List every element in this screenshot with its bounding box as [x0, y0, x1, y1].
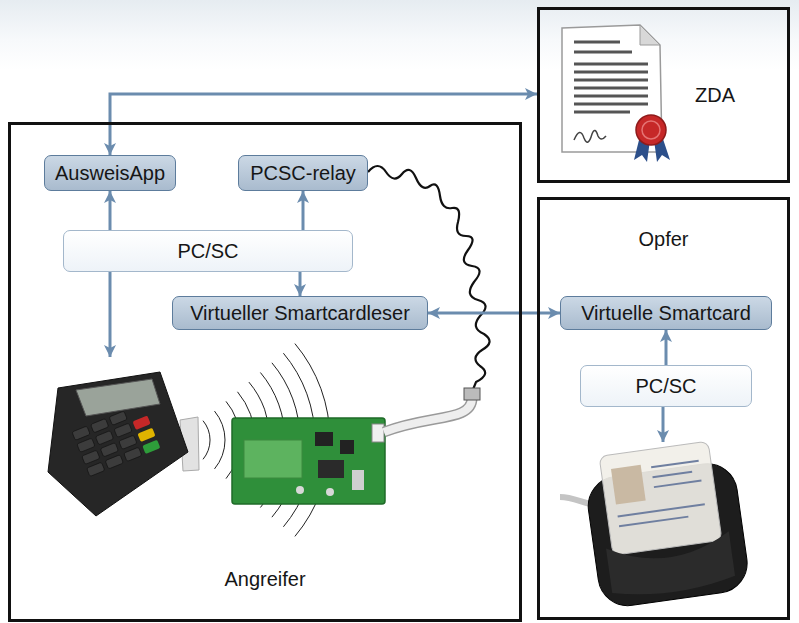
certificate-icon	[574, 95, 648, 98]
card-reader	[95, 431, 113, 445]
cable	[384, 398, 472, 432]
certificate-icon	[574, 63, 648, 66]
connector-arrow	[302, 191, 305, 230]
certificate-icon	[562, 25, 670, 162]
card-reader	[137, 428, 155, 442]
process-box: PCSC-relay	[238, 155, 368, 191]
certificate-icon	[574, 41, 620, 44]
certificate-icon	[574, 103, 648, 106]
certificate-icon	[574, 51, 632, 54]
certificate-icon	[574, 42, 648, 112]
node-label: PC/SC	[635, 375, 696, 398]
card-reader	[124, 447, 142, 461]
card-reader	[48, 372, 188, 516]
nfc-board	[315, 432, 333, 446]
victim-card-reader	[581, 438, 751, 609]
interface-box: PC/SC	[580, 365, 752, 407]
victim-card-reader	[599, 441, 722, 555]
reader-arrow	[109, 272, 112, 357]
region-box: Angreifer AusweisApp PCSC-relayPC/SC Virtue…	[8, 122, 522, 622]
nfc-board	[352, 470, 364, 490]
cable	[368, 166, 490, 392]
radio-waves	[215, 411, 226, 469]
nfc-board	[232, 418, 385, 504]
certificate-icon	[574, 130, 606, 142]
node-label: Virtuelle Smartcard	[581, 302, 751, 325]
nfc-board	[340, 440, 354, 454]
connector-arrow	[665, 330, 668, 365]
process-box: AusweisApp	[44, 155, 176, 191]
connector-arrow	[109, 191, 112, 230]
card-reader	[76, 379, 160, 416]
victim-card-reader	[651, 461, 699, 468]
nfc-board	[318, 460, 344, 478]
card-reader	[142, 440, 160, 454]
card-reader	[91, 419, 109, 433]
victim-card-reader	[612, 461, 707, 527]
node-label: Opfer	[638, 228, 688, 251]
node-label: AusweisApp	[55, 162, 165, 185]
certificate-icon	[640, 25, 660, 45]
card-reader	[119, 435, 137, 449]
victim-card-reader	[618, 504, 705, 516]
card-reader	[77, 438, 95, 452]
process-box: Virtuelle Smartcard	[560, 296, 772, 330]
nfc-board	[232, 418, 385, 504]
certificate-icon	[636, 115, 666, 145]
victim-card-reader	[606, 531, 736, 600]
cable	[464, 388, 480, 400]
node-label: PC/SC	[177, 240, 238, 263]
nfc-board	[296, 486, 304, 494]
victim-card-reader	[611, 465, 646, 505]
certificate-icon	[574, 79, 648, 82]
card-reader	[82, 450, 100, 464]
process-box: Virtueller Smartcardleser	[172, 296, 428, 330]
region-box: OpferVirtuelle SmartcardPC/SC	[537, 197, 790, 620]
card-reader	[109, 411, 127, 425]
nfc-board	[326, 488, 334, 496]
radio-waves	[203, 421, 210, 460]
card-reader	[87, 462, 105, 476]
certificate-icon	[574, 71, 648, 74]
card-reader	[48, 372, 199, 516]
card-reader	[72, 426, 90, 440]
certificate-icon	[574, 87, 648, 90]
certificate-icon	[574, 111, 630, 114]
reader-arrow	[662, 407, 665, 442]
nfc-board	[372, 424, 384, 442]
card-reader	[133, 416, 151, 430]
victim-card-reader	[619, 517, 688, 527]
certificate-icon	[642, 121, 660, 139]
nfc-board	[244, 440, 302, 478]
card-reader	[114, 423, 132, 437]
node-label: PCSC-relay	[250, 162, 356, 185]
victim-card-reader	[654, 480, 702, 487]
node-label: ZDA	[695, 84, 735, 107]
victim-card-reader	[653, 472, 693, 478]
card-reader	[72, 411, 142, 476]
card-reader	[100, 443, 118, 457]
victim-card-reader	[560, 438, 751, 609]
region-box: ZDA	[537, 7, 790, 183]
connector-arrow	[428, 312, 560, 315]
card-reader	[72, 404, 160, 477]
cable	[384, 398, 472, 432]
node-label: Virtueller Smartcardleser	[190, 302, 410, 325]
interface-box: PC/SC	[63, 230, 353, 272]
connector-arrow	[299, 272, 302, 296]
card-reader	[105, 455, 123, 469]
node-label: Angreifer	[224, 568, 305, 591]
